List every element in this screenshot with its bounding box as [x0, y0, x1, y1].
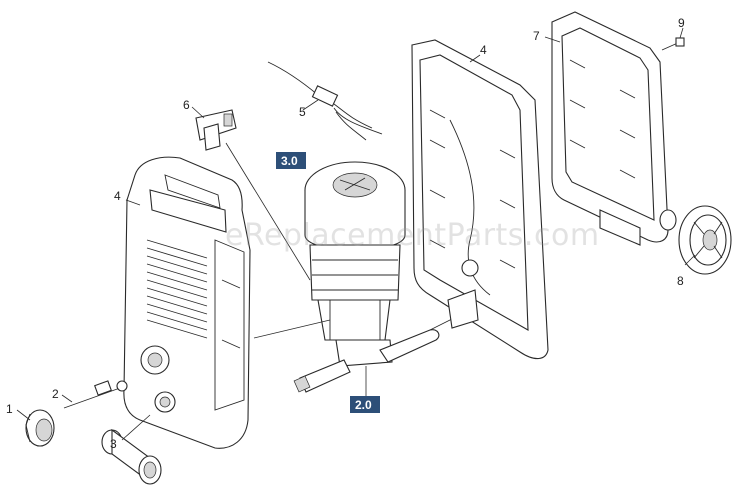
cap-part [25, 409, 55, 447]
coupling-part [101, 428, 162, 485]
callout-6: 6 [183, 98, 190, 112]
badge-pump: 2.0 [350, 396, 380, 413]
callout-7: 7 [533, 29, 540, 43]
watermark-text: eReplacementParts.com [225, 218, 600, 253]
motor-assembly [304, 161, 406, 341]
callout-1: 1 [6, 402, 13, 416]
leader-lines [16, 27, 696, 441]
screw-part [661, 37, 685, 51]
callout-2: 2 [52, 387, 59, 401]
callout-4-back: 4 [480, 43, 487, 57]
badge-motor-label: 3.0 [281, 154, 298, 168]
callout-4-front: 4 [114, 189, 121, 203]
callout-5: 5 [299, 105, 306, 119]
pump-assembly [293, 314, 461, 393]
badge-motor: 3.0 [276, 152, 306, 169]
power-cord-part [267, 61, 383, 141]
back-cover [551, 11, 677, 246]
switch-part [195, 109, 237, 151]
front-housing [123, 156, 251, 449]
callout-3: 3 [110, 437, 117, 451]
callout-8: 8 [677, 274, 684, 288]
rear-housing [411, 39, 549, 360]
small-fitting-part [63, 380, 128, 409]
badge-pump-label: 2.0 [355, 398, 372, 412]
wheel-part [678, 205, 732, 275]
callout-9: 9 [678, 16, 685, 30]
